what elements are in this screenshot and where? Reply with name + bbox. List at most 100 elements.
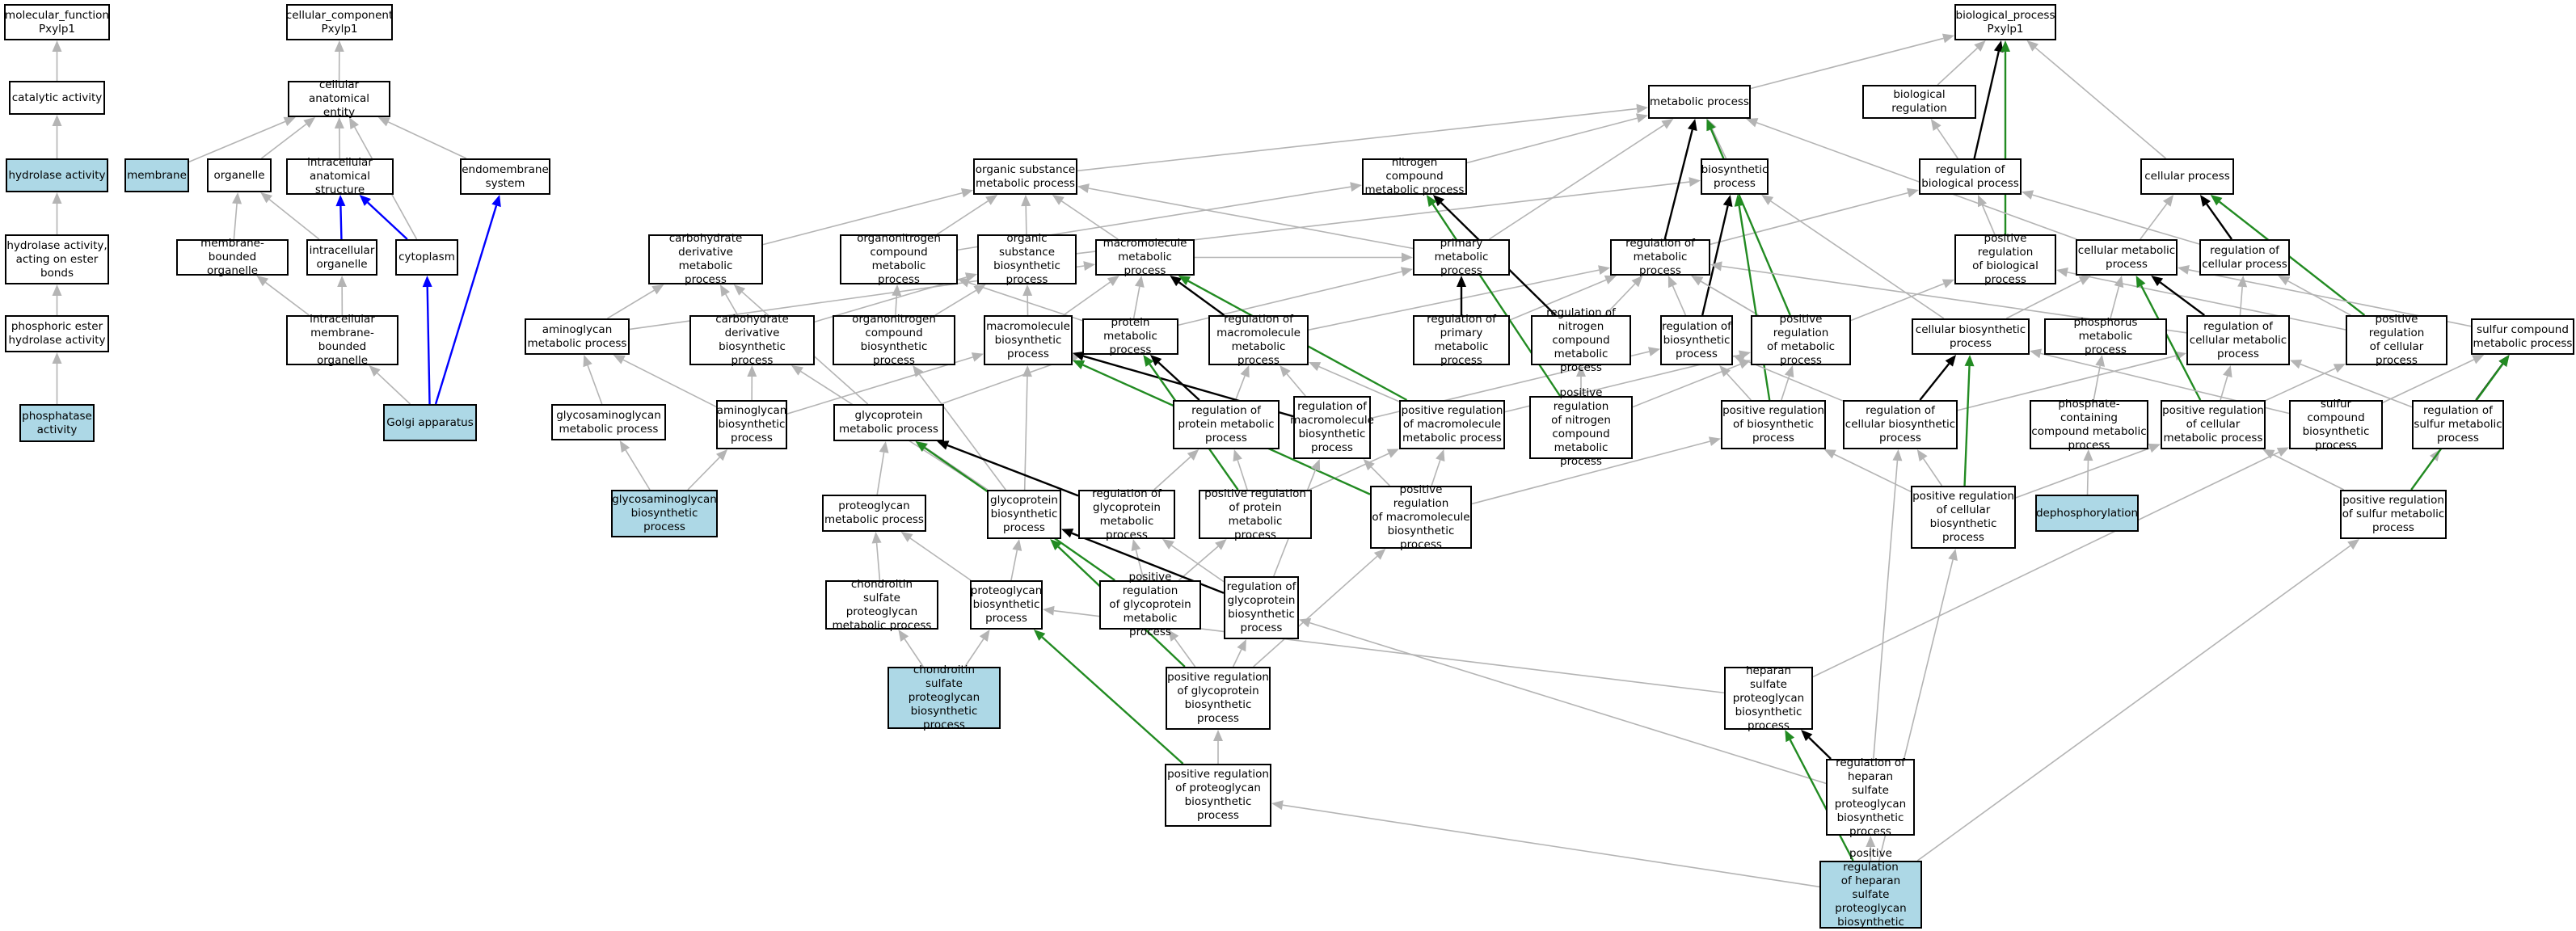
edge-is-a-glycoproteinbp-to-oncbp	[918, 373, 1006, 491]
node-organic-substance-biosynthetic-process: organic substance biosynthetic process	[977, 232, 1077, 286]
edge-arrowhead	[1162, 539, 1174, 550]
edge-arrowhead	[1746, 118, 1759, 128]
node-positive-regulation-of-cellular-metabolic-process: positive regulation of cellular metaboli…	[2161, 400, 2266, 449]
edge-is-a-heparanbp-to-sulfurbp	[1812, 451, 2279, 678]
node-regulation-of-macromolecule-biosynthetic-process: regulation of macromolecule biosynthetic…	[1290, 396, 1374, 459]
edge-arrowhead	[915, 441, 928, 452]
edge-arrowhead	[1708, 436, 1721, 446]
edge-arrowhead	[1012, 539, 1022, 551]
edge-is-a-posregcp-to-posregbp	[2067, 272, 2346, 331]
edge-arrowhead	[1733, 355, 1746, 364]
edge-arrowhead	[52, 115, 62, 126]
edge-is-a-regbiosyn-to-regmp	[1672, 285, 1687, 316]
edge-arrowhead	[337, 276, 348, 288]
node-intracellular-anatomical-structure: intracellular anatomical structure	[286, 156, 394, 196]
edge-is-a-regprotmp-to-regmacmp	[1234, 375, 1246, 401]
node-positive-regulation-of-sulfur-metabolic-process: positive regulation of sulfur metabolic …	[2340, 490, 2447, 539]
edge-arrowhead	[1033, 630, 1046, 641]
edge-arrowhead	[979, 630, 990, 642]
edge-arrowhead	[2026, 40, 2039, 52]
edge-positively-regulates-posregbiosyn-to-biosynthetic	[1738, 205, 1771, 401]
edge-arrowhead	[1964, 355, 1975, 367]
edge-arrowhead	[1077, 183, 1090, 193]
edge-arrowhead	[334, 117, 344, 129]
node-cytoplasm: cytoplasm	[395, 239, 458, 276]
node-organic-substance-metabolic-process: organic substance metabolic process	[973, 158, 1077, 195]
edge-is-a-proteoglycanbp-to-proteoglycanmp	[909, 537, 972, 581]
node-membrane: membrane	[124, 158, 189, 192]
edge-regulates-regcellmp-to-cellmp	[2159, 281, 2205, 316]
edge-is-a-dephos-to-phosphatecmp	[2086, 460, 2089, 495]
node-biological-regulation: biological regulation	[1862, 85, 1976, 119]
edge-arrowhead	[1598, 265, 1610, 275]
edge-arrowhead	[256, 276, 269, 287]
node-cellular-metabolic-process: cellular metabolic process	[2076, 239, 2178, 276]
edge-arrowhead	[791, 365, 803, 376]
edge-arrowhead	[2210, 195, 2223, 206]
edge-arrowhead	[1309, 362, 1322, 372]
edge-arrowhead	[1667, 276, 1677, 289]
edge-is-a-posregbiosyn-to-regbiosyn	[1726, 373, 1752, 401]
edge-arrowhead	[1719, 365, 1731, 377]
node-cellular-biosynthetic-process: cellular biosynthetic process	[1912, 318, 2030, 355]
edge-arrowhead	[1993, 40, 2004, 53]
edge-is-a-cdbp-to-cdmp	[725, 293, 739, 316]
edge-arrowhead	[1310, 459, 1321, 472]
edge-is-a-phosphatecmp-to-phosphorus	[2093, 365, 2101, 401]
node-positive-regulation-of-protein-metabolic-process: positive regulation of protein metabolic…	[1199, 487, 1312, 541]
edge-arrowhead	[1734, 195, 1744, 207]
node-membrane-bounded-organelle: membrane-bounded organelle	[176, 237, 289, 277]
edge-arrowhead	[1178, 276, 1191, 285]
node-regulation-of-nitrogen-compound-metabolic-process: regulation of nitrogen compound metaboli…	[1531, 306, 1631, 374]
edge-is-a-regbp-to-bioreg	[1937, 128, 1958, 159]
node-primary-metabolic-process: primary metabolic process	[1413, 237, 1510, 277]
node-heparan-sulfate-proteoglycan-biosynthetic-process: heparan sulfate proteoglycan biosyntheti…	[1724, 664, 1813, 732]
edge-arrowhead	[422, 276, 432, 288]
edge-positively-regulates-posregmp-to-metabolic	[1710, 128, 1791, 316]
node-metabolic-process: metabolic process	[1648, 85, 1751, 119]
node-golgi-apparatus: Golgi apparatus	[383, 404, 477, 441]
edge-is-a-posregcellbiosyn-to-regcellbiosyn	[1922, 458, 1943, 487]
edge-arrowhead	[2078, 276, 2091, 285]
edge-arrowhead	[1974, 40, 1986, 52]
edge-positively-regulates-posregcellmp-to-cellmp	[2140, 284, 2202, 401]
edge-arrowhead	[52, 40, 62, 52]
edge-arrowhead	[619, 440, 630, 453]
edge-is-a-endomembrane-to-cae	[388, 121, 467, 159]
edge-positively-regulates-posregcp-to-cellular	[2219, 200, 2366, 316]
node-positive-regulation-of-biosynthetic-process: positive regulation of biosynthetic proc…	[1721, 400, 1826, 449]
edge-is-a-membrane-to-cae	[188, 120, 286, 162]
node-regulation-of-sulfur-metabolic-process: regulation of sulfur metabolic process	[2412, 400, 2504, 449]
edge-is-a-posregcellmp-to-regcellmp	[2220, 376, 2228, 401]
node-dephosphorylation: dephosphorylation	[2035, 495, 2139, 532]
node-hydrolase-activity: hydrolase activity	[6, 158, 108, 192]
node-positive-regulation-of-nitrogen-compound-metabolic-process: positive regulation of nitrogen compound…	[1529, 386, 1633, 468]
node-positive-regulation-of-metabolic-process: positive regulation of metabolic process	[1751, 313, 1851, 367]
edge-arrowhead	[1892, 449, 1903, 461]
edge-arrowhead	[1866, 836, 1876, 848]
edge-arrowhead	[1636, 103, 1648, 114]
edge-is-a-ncmp-to-metabolic	[1466, 117, 1638, 164]
edge-arrowhead	[1432, 195, 1445, 207]
edge-is-a-chondroitinmp-to-proteoglycanmp	[875, 542, 881, 581]
edge-regulates-regglycoproteinmp-to-glycoproteinmp	[947, 444, 1079, 497]
edge-regulates-regcellbiosyn-to-cellbiosyn	[1919, 363, 1950, 401]
edge-is-a-proteoglycanmp-to-glycoproteinmp	[876, 452, 885, 495]
edge-is-a-posregcp-to-regcp	[2287, 280, 2351, 316]
edge-arrowhead	[2472, 355, 2485, 364]
edge-is-a-imbo-to-mbo	[265, 281, 310, 316]
node-cellular-anatomical-entity: cellular anatomical entity	[288, 78, 390, 119]
edge-is-a-posregglycoproteinbp-to-posregglycoproteinmp	[1174, 638, 1196, 668]
edge-is-a-regcellbiosyn-to-regbiosyn	[1743, 359, 1844, 402]
node-macromolecule-metabolic-process: macromolecule metabolic process	[1095, 237, 1195, 277]
edge-arrowhead	[1271, 800, 1284, 811]
edge-is-a-primary-to-osmp	[1088, 187, 1414, 250]
edge-is-a-posregcellbiosyn-to-posregbiosyn	[1833, 453, 1912, 493]
edge-arrowhead	[971, 352, 984, 362]
node-hydrolase-activity-ester-bonds: hydrolase activity, acting on ester bond…	[5, 234, 109, 284]
edge-arrowhead	[1801, 730, 1813, 742]
node-regulation-of-glycoprotein-biosynthetic-process: regulation of glycoprotein biosynthetic …	[1224, 576, 1299, 639]
edge-arrowhead	[334, 40, 344, 53]
edge-arrowhead	[1631, 276, 1643, 288]
edge-is-a-cellmp-to-metabolic	[1756, 122, 2077, 240]
